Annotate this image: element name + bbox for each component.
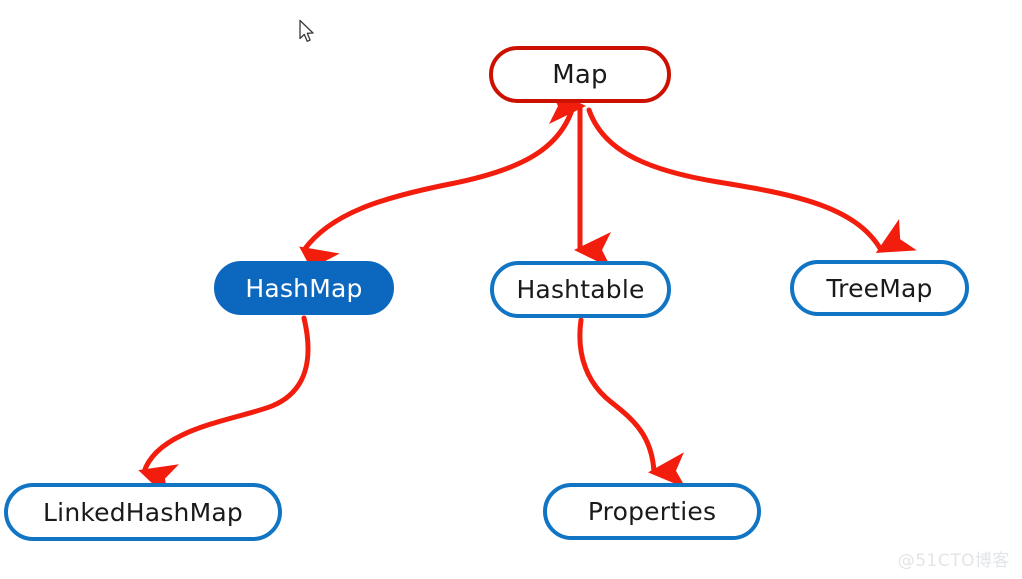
edge-hashmap-to-linkedhashmap (138, 315, 311, 499)
node-hashmap-label: HashMap (245, 273, 363, 303)
node-properties-label: Properties (587, 497, 717, 526)
node-treemap[interactable]: TreeMap (790, 260, 969, 316)
edge-map-to-hashmap (299, 107, 575, 283)
node-linkedhashmap[interactable]: LinkedHashMap (4, 483, 282, 541)
node-hashtable[interactable]: Hashtable (490, 261, 671, 318)
edge-hashtable-to-properties (577, 317, 686, 489)
node-hashtable-label: Hashtable (516, 275, 645, 304)
node-map-label: Map (552, 59, 608, 90)
node-map[interactable]: Map (489, 46, 671, 103)
node-linkedhashmap-label: LinkedHashMap (43, 497, 243, 527)
node-treemap-label: TreeMap (826, 273, 933, 303)
mouse-pointer-icon (299, 19, 314, 42)
node-hashmap[interactable]: HashMap (214, 261, 394, 315)
node-properties[interactable]: Properties (543, 483, 761, 540)
watermark: @51CTO博客 (897, 551, 1010, 571)
edge-map-to-treemap (586, 107, 917, 253)
